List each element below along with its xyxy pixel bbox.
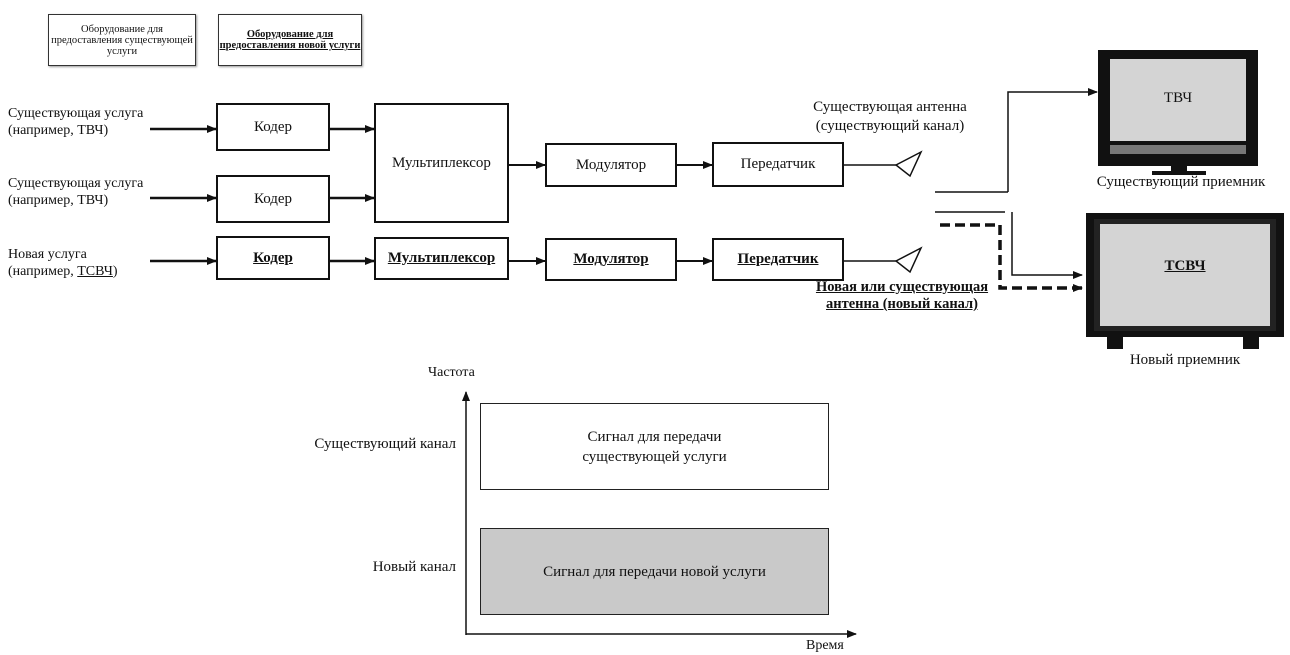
legend-existing-equipment: Оборудование для предоставления существу…: [48, 14, 196, 66]
modulator-new: Модулятор: [545, 238, 677, 281]
input-new-suffix: ): [112, 264, 118, 279]
input-new-prefix: Новая услуга (например,: [8, 247, 87, 279]
new-signal-block: Сигнал для передачи новой услуги: [480, 528, 829, 615]
existing-tv-screen-label: ТВЧ: [1163, 90, 1193, 106]
coder-new: Кодер: [216, 236, 330, 280]
mux-new: Мультиплексор: [374, 237, 509, 280]
existing-signal-block: Сигнал для передачи существующей услуги: [480, 403, 829, 490]
new-tv-screen-label: ТСВЧ: [1164, 258, 1206, 274]
y-axis-label: Частота: [428, 365, 475, 380]
existing-receiver-caption: Существующий приемник: [1096, 174, 1266, 190]
new-receiver-caption: Новый приемник: [1129, 352, 1241, 368]
input-new-tag: ТСВЧ: [77, 264, 113, 279]
input-new: Новая услуга (например, ТСВЧ): [8, 246, 148, 280]
coder-existing-1: Кодер: [216, 103, 330, 151]
antenna-existing-icon: [894, 150, 923, 178]
coder-existing-2: Кодер: [216, 175, 330, 223]
legend-new-equipment: Оборудование для предоставления новой ус…: [218, 14, 362, 66]
transmitter-existing: Передатчик: [712, 142, 844, 187]
antenna-new-label: Новая или существующая антенна (новый ка…: [815, 279, 989, 312]
new-channel-label: Новый канал: [372, 559, 456, 575]
existing-channel-label: Существующий канал: [314, 436, 456, 452]
existing-tv-icon: [1098, 50, 1258, 175]
broadcast-existing-line: [1007, 88, 1098, 192]
new-tv-icon: [1086, 213, 1284, 349]
modulator-existing: Модулятор: [545, 143, 677, 187]
x-axis-label: Время: [806, 638, 844, 653]
broadcast-new-line: [1011, 212, 1083, 279]
input-existing-1: Существующая услуга (например, ТВЧ): [8, 106, 144, 138]
mux-existing: Мультиплексор: [374, 103, 509, 223]
antenna-new-icon: [894, 246, 923, 274]
input-existing-2: Существующая услуга (например, ТВЧ): [8, 176, 144, 208]
broadcast-new-dashed: [940, 223, 1083, 292]
antenna-existing-label: Существующая антенна (существующий канал…: [813, 99, 967, 134]
transmitter-new: Передатчик: [712, 238, 844, 281]
